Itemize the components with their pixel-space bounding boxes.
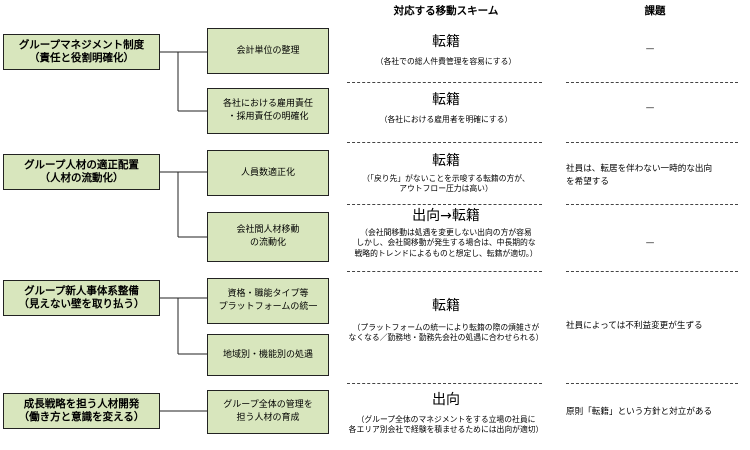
scheme-note: （各社での総人件費管理を容易にする） <box>375 56 517 66</box>
subitem-regional-treatment: 地域別・機能別の処遇 <box>207 334 329 376</box>
scheme-note: （「戻り先」がないことを示唆する転籍の方が、 <box>362 173 530 183</box>
issue-text: 社員は、転居を伴わない一時的な出向 <box>566 164 713 174</box>
issue-cell: 社員によっては不利益変更が生ずる <box>566 321 703 331</box>
subitem-label: 資格・職能タイプ等 <box>227 289 309 300</box>
category-subtitle: （人材の流動化） <box>39 172 124 184</box>
category-talent-development: 成長戦略を担う人材開発 （働き方と意識を変える） <box>3 393 160 429</box>
scheme-note: しかし、会社間移動が発生する場合は、中長期的な <box>356 238 536 248</box>
scheme-title: 転籍 <box>432 34 460 50</box>
subitem-label: の流動化 <box>249 238 286 248</box>
scheme-note: （会社間移動は処遇を変更しない出向の方が容易 <box>360 227 532 237</box>
subitem-group-manager-development: グループ全体の管理を 担う人材の育成 <box>207 390 329 434</box>
scheme-row: 転籍 （プラットフォームの統一により転籍の際の煩雑さが なくなる／勤務地・勤務先… <box>340 298 552 344</box>
subitem-inter-company-mobility: 会社間人材移動 の流動化 <box>207 212 329 262</box>
category-subtitle: （見えない壁を取り払う） <box>18 298 145 310</box>
row-divider <box>347 142 542 143</box>
subitem-label: 会計単位の整理 <box>236 45 300 56</box>
row-divider <box>347 271 542 272</box>
row-divider <box>566 383 738 384</box>
issue-column-header: 課題 <box>644 5 666 17</box>
category-subtitle: （責任と役割明確化） <box>29 52 134 64</box>
category-title: 成長戦略を担う人材開発 <box>23 397 140 410</box>
subitem-label: 担う人材の育成 <box>236 413 300 423</box>
row-divider <box>347 383 542 384</box>
subitem-label: 各社における雇用責任 <box>222 99 313 110</box>
scheme-column-header: 対応する移動スキーム <box>393 5 499 17</box>
category-title: グループ人材の適正配置 <box>24 158 139 171</box>
category-title: グループ新人事体系整備 <box>24 284 139 297</box>
subitem-label: プラットフォームの統一 <box>218 302 318 312</box>
scheme-note: （グループ全体のマネジメントをする立場の社員に <box>356 414 536 424</box>
scheme-title: 転籍 <box>432 153 460 169</box>
category-hr-system: グループ新人事体系整備 （見えない壁を取り払う） <box>3 280 160 316</box>
issue-cell: — <box>645 44 655 54</box>
category-talent-allocation: グループ人材の適正配置 （人材の流動化） <box>3 154 160 190</box>
subitem-employment-responsibility: 各社における雇用責任 ・採用責任の明確化 <box>207 88 329 134</box>
subitem-label: 人員数適正化 <box>240 167 295 178</box>
scheme-note: なくなる／勤務地・勤務先会社の処遇に合わせられる） <box>348 333 544 343</box>
scheme-row: 出向 （グループ全体のマネジメントをする立場の社員に 各エリア別会社で経験を積ま… <box>340 392 552 436</box>
scheme-title: 転籍 <box>432 92 460 108</box>
issue-cell: — <box>645 238 655 248</box>
category-subtitle: （働き方と意識を変える） <box>18 411 145 423</box>
issue-cell: — <box>645 103 655 113</box>
subitem-headcount: 人員数適正化 <box>207 150 329 196</box>
scheme-note: 戦略的トレンドによるものと想定し、転籍が適切。） <box>354 248 538 258</box>
scheme-note: アウトフロー圧力は高い） <box>399 184 493 194</box>
scheme-note: （プラットフォームの統一により転籍の際の煩雑さが <box>352 322 540 332</box>
subitem-label: 地域別・機能別の処遇 <box>222 349 313 360</box>
issue-text: を希望する <box>566 176 609 187</box>
scheme-note: （各社における雇用者を明確にする） <box>379 114 513 124</box>
row-divider <box>347 82 542 83</box>
scheme-title: 転籍 <box>432 298 460 314</box>
subitem-label: ・採用責任の明確化 <box>227 112 309 122</box>
scheme-note: 各エリア別会社で経験を積ませるためには出向が適切） <box>348 425 544 435</box>
category-title: グループマネジメント制度 <box>18 38 145 51</box>
scheme-row: 転籍 （「戻り先」がないことを示唆する転籍の方が、 アウトフロー圧力は高い） <box>340 153 552 195</box>
issue-cell: 社員は、転居を伴わない一時的な出向 を希望する <box>566 163 746 189</box>
scheme-title: 出向 <box>432 392 460 408</box>
scheme-title: 出向→転籍 <box>412 208 480 224</box>
scheme-row: 転籍 （各社における雇用者を明確にする） <box>340 92 552 125</box>
subitem-label: グループ全体の管理を <box>223 400 313 411</box>
subitem-platform-unification: 資格・職能タイプ等 プラットフォームの統一 <box>207 278 329 324</box>
subitem-label: 会社間人材移動 <box>236 225 300 236</box>
issue-cell: 原則「転籍」という方針と対立がある <box>566 407 713 417</box>
scheme-row: 出向→転籍 （会社間移動は処遇を変更しない出向の方が容易 しかし、会社間移動が発… <box>340 208 552 259</box>
category-group-management: グループマネジメント制度 （責任と役割明確化） <box>3 34 160 70</box>
row-divider <box>566 204 738 205</box>
row-divider <box>347 204 542 205</box>
subitem-accounting-unit: 会計単位の整理 <box>207 28 329 74</box>
row-divider <box>566 142 738 143</box>
row-divider <box>566 271 738 272</box>
scheme-row: 転籍 （各社での総人件費管理を容易にする） <box>340 34 552 67</box>
row-divider <box>566 82 738 83</box>
